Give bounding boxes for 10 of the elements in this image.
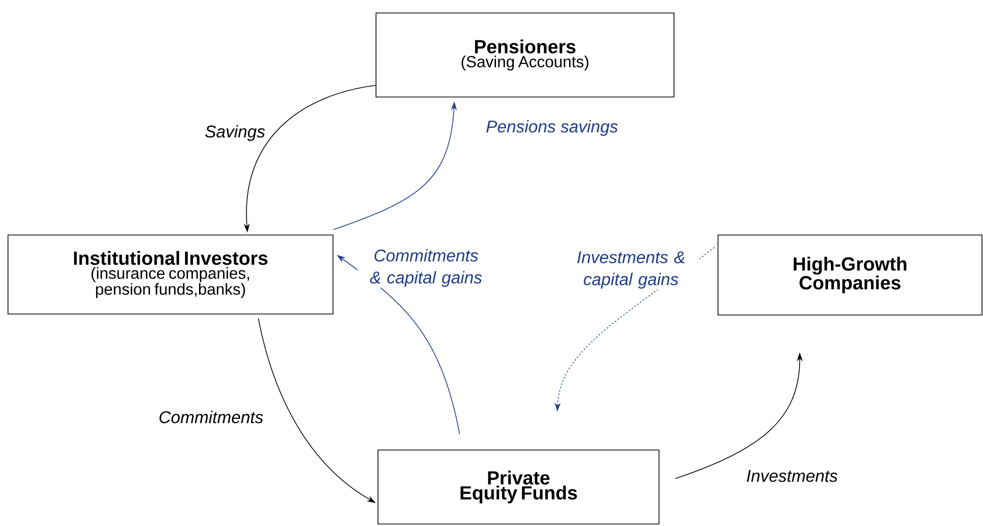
box: Private Equity Funds (378, 450, 660, 524)
edge-label: Investments (745, 469, 839, 483)
edge-label: Savings (204, 124, 266, 142)
edge-label: Investments & capital gains (562, 250, 700, 290)
box: High-Growth Companies (718, 234, 982, 316)
edge-label: Commitments (158, 410, 264, 424)
box: Institutional Investors (insurance companies, pension funds,banks) (8, 234, 334, 314)
edge-label: Pensions savings (484, 119, 620, 137)
edge-label: Commitments & capital gains (358, 248, 494, 288)
box: Pensioners (Saving Accounts) (376, 12, 674, 98)
